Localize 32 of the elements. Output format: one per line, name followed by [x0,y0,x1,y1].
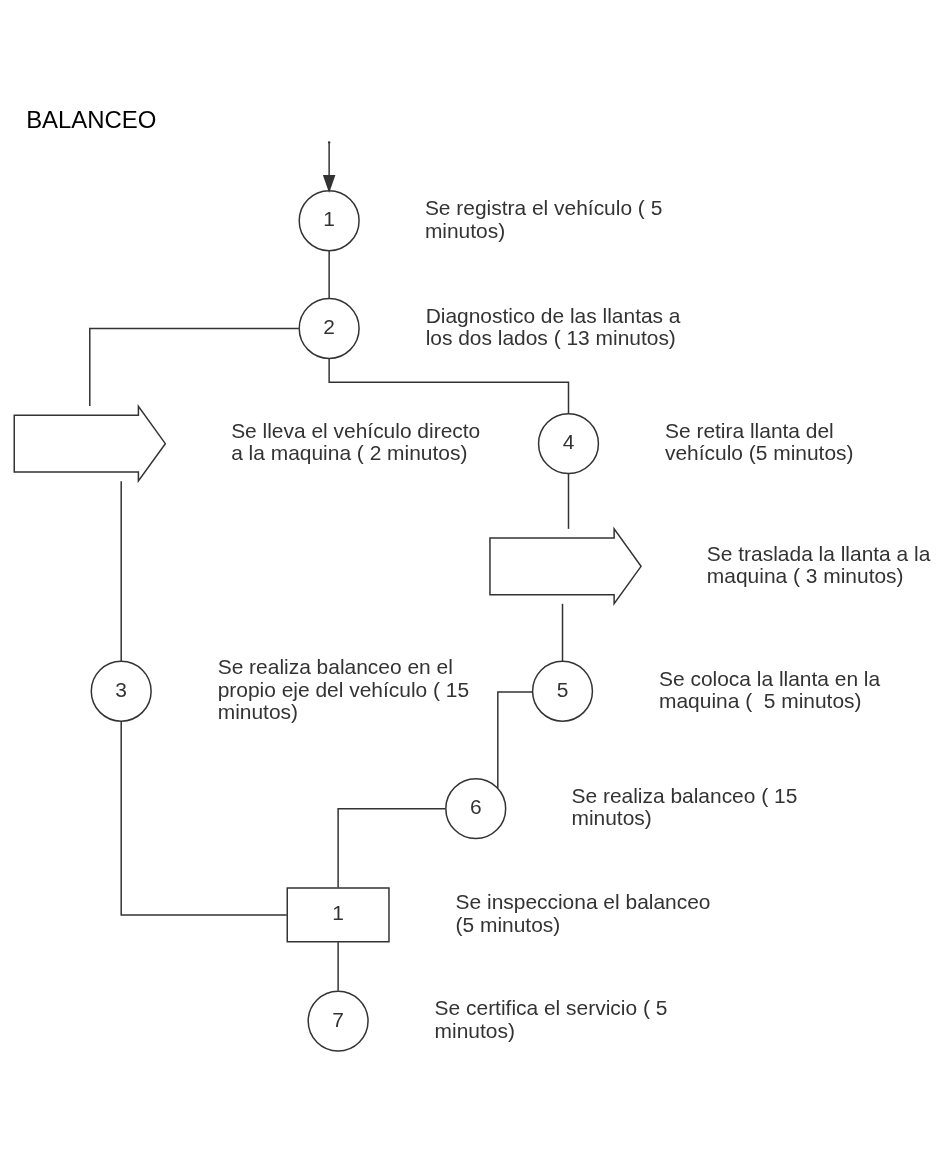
node-arrow [489,526,642,606]
connector [89,327,300,407]
node-label: Diagnostico de las llantas a los dos lados ( 13 minutos) [425,303,681,349]
node-circle: 3 [90,660,152,722]
connector [120,720,288,916]
connector [561,602,564,662]
connector [120,480,122,662]
node-label: Se realiza balanceo en el propio eje del vehículo ( 15 minutos) [217,654,470,723]
connector [497,690,534,789]
connector [337,807,446,888]
node-box: 1 [286,886,390,943]
connector [567,472,570,530]
node-circle: 4 [537,412,600,474]
node-circle: 1 [298,189,360,251]
connector [337,941,339,992]
node-circle: 2 [298,297,360,359]
node-label: Se inspecciona el balanceo (5 minutos) [455,889,711,936]
arrow [322,142,336,193]
node-circle: 6 [445,777,507,839]
node-label: Se retira llanta del vehículo (5 minutos) [664,418,854,464]
node-label: Se registra el vehículo ( 5 minutos) [424,195,663,241]
node-label: Se traslada la llanta a la maquina ( 3 minutos) [706,541,931,587]
node-label: Se certifica el servicio ( 5 minutos) [434,995,668,1042]
node-circle: 7 [307,989,369,1052]
diagram-title: BALANCEO [26,105,157,133]
node-label: Se realiza balanceo ( 15 minutos) [571,783,798,829]
connector [328,357,570,414]
node-label: Se lleva el vehículo directo a la maquina ( 2 minutos) [231,418,481,464]
node-arrow [13,403,167,483]
connector [328,249,330,299]
node-label: Se coloca la llanta en la maquina ( 5 minutos) [659,666,881,712]
node-circle: 5 [531,660,594,722]
